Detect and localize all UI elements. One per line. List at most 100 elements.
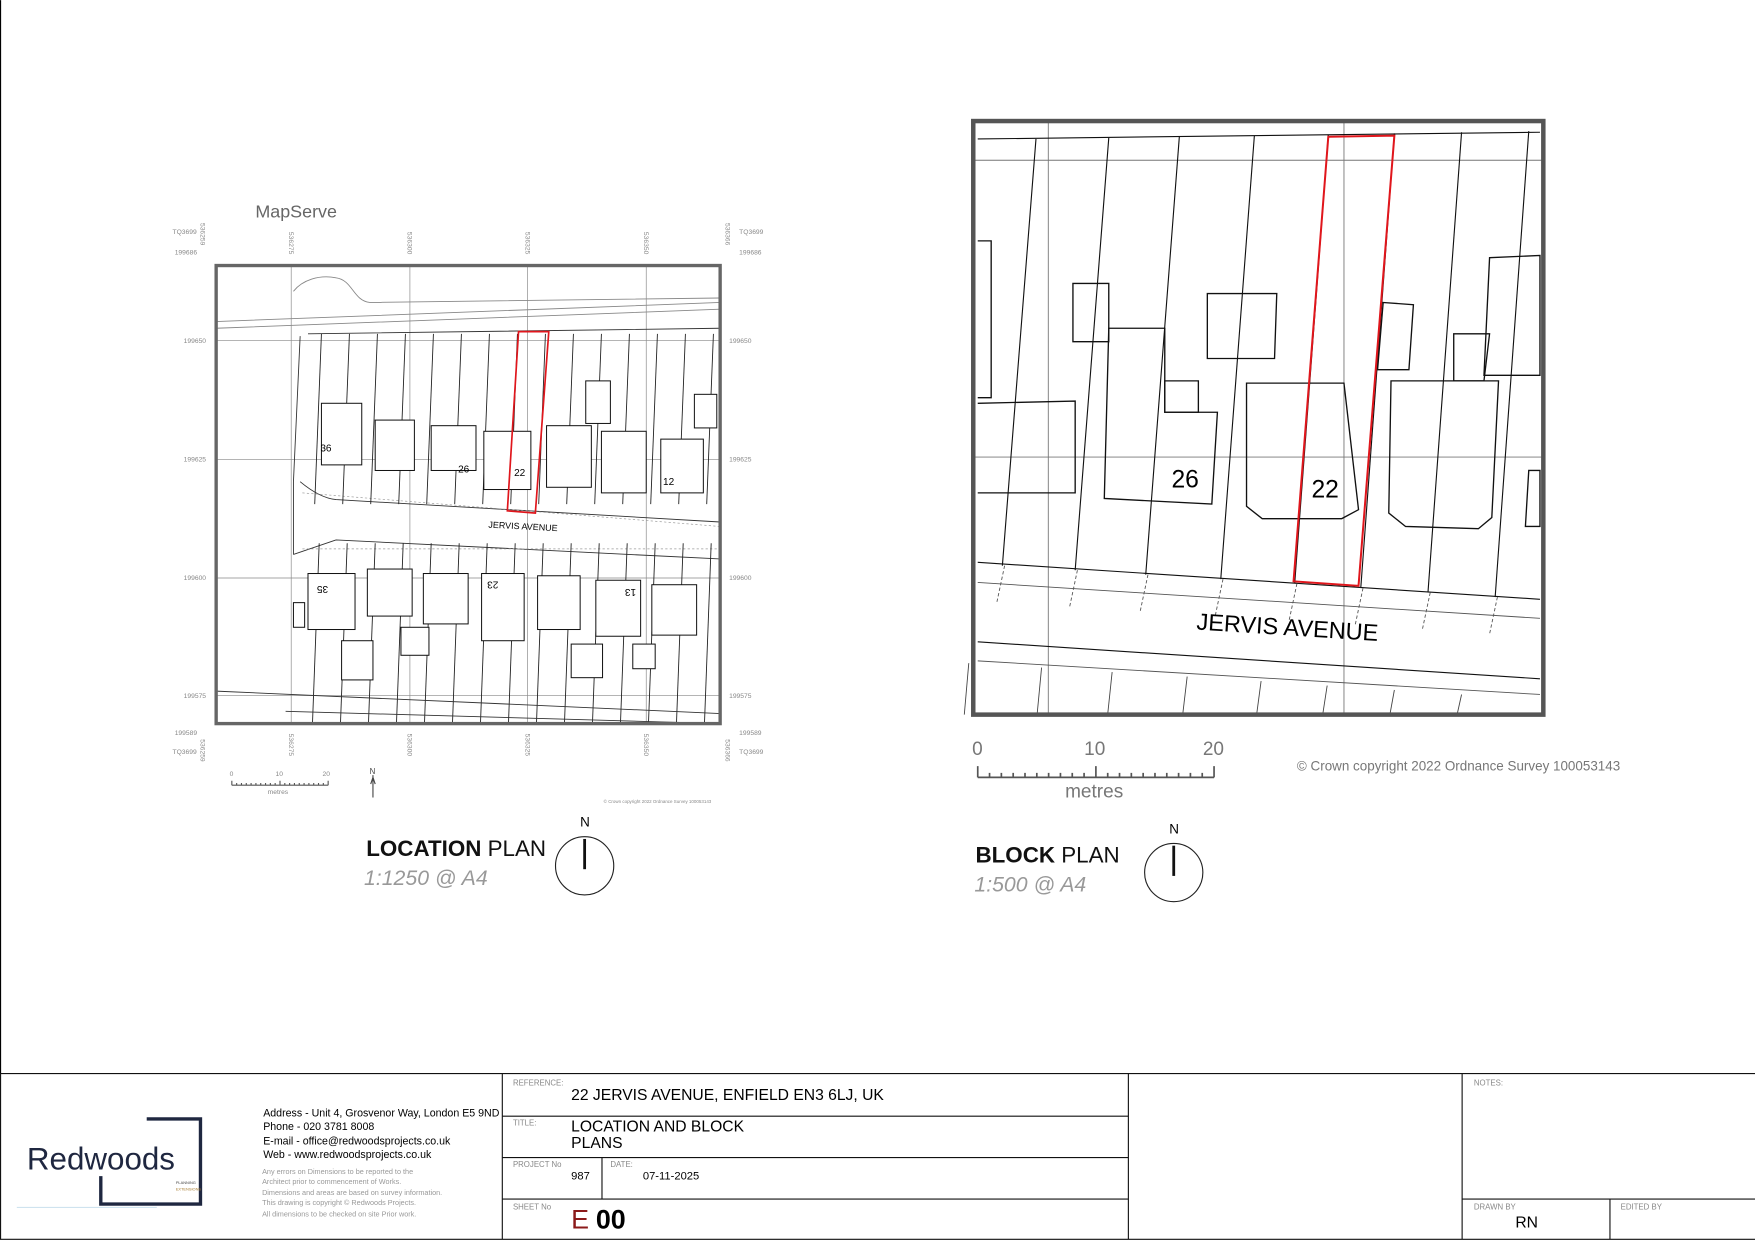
plot-boundary [536, 543, 544, 724]
north-arrow: N [370, 767, 376, 798]
title-block: Redwoods PLANNING EXTENSIONS Address - U… [0, 1073, 1755, 1240]
scale-tick-label: 10 [276, 771, 284, 778]
plot-boundary [1456, 694, 1463, 715]
plot-boundary [398, 333, 406, 505]
company-web[interactable]: Web - www.redwoodsprojects.co.uk [263, 1149, 432, 1161]
building [977, 400, 1076, 494]
easting-label: 536300 [406, 734, 413, 757]
notes-label: NOTES: [1474, 1078, 1503, 1087]
plot-boundary [1107, 672, 1113, 715]
tile-label: TQ3699 [172, 229, 196, 236]
title-rest: PLAN [1055, 842, 1120, 867]
scale-tick-label: 0 [230, 771, 234, 778]
compass-icon [554, 836, 615, 896]
scale-tick-label: 20 [1203, 739, 1224, 760]
company-email[interactable]: E-mail - office@redwoodsprojects.co.uk [263, 1136, 451, 1148]
plot-boundary [1145, 136, 1180, 575]
house-number: 36 [320, 443, 332, 454]
building [483, 430, 532, 491]
building [1072, 282, 1110, 343]
sheet-number: 00 [596, 1205, 626, 1235]
kerb-line [292, 327, 721, 560]
company-phone: Phone - 020 3781 8008 [263, 1121, 374, 1133]
block-plan-title: BLOCK PLAN [975, 842, 1119, 867]
plot-boundary [1036, 667, 1043, 715]
project-no-value: 987 [571, 1170, 590, 1182]
easting-label: 536325 [523, 734, 530, 757]
northing-label: 199589 [175, 730, 198, 737]
house-number: 13 [625, 586, 637, 597]
plot-boundary [1256, 680, 1262, 715]
plot-boundary [1427, 132, 1463, 593]
road-edge [216, 276, 721, 329]
house-number: 35 [317, 583, 329, 594]
plot-boundary-front [1069, 570, 1078, 608]
easting-label: 536350 [642, 734, 649, 757]
building [537, 575, 581, 631]
logo-sub: PLANNING [176, 1180, 196, 1185]
building [570, 643, 604, 679]
street-label: JERVIS AVENUE [1196, 609, 1379, 646]
building [546, 425, 592, 488]
northing-label: 199686 [175, 249, 198, 256]
plot-boundary [963, 663, 970, 715]
plot-boundary [454, 333, 462, 505]
scale-tick-label: 10 [1084, 739, 1105, 760]
logo-sub: EXTENSIONS [176, 1187, 202, 1192]
disclaimer-line: Architect prior to commencement of Works… [262, 1177, 401, 1186]
plot-boundary [1182, 676, 1188, 715]
easting-label: 536366 [724, 739, 731, 762]
building [585, 380, 611, 424]
disclaimer-line: All dimensions to be checked on site Pri… [262, 1209, 416, 1218]
easting-label: 536259 [198, 223, 205, 246]
northing-label: 199600 [184, 575, 207, 582]
plot-boundary-front [1489, 596, 1498, 635]
building [1524, 469, 1541, 528]
plot-boundary [1220, 135, 1255, 580]
scale-bar: 0 10 20 metres [230, 771, 331, 796]
block-map [963, 121, 1544, 715]
title-bold: LOCATION [366, 836, 481, 861]
reference-label: REFERENCE: [513, 1078, 563, 1087]
northing-label: 199625 [184, 457, 207, 464]
easting-label: 536350 [642, 232, 649, 255]
building [1206, 292, 1278, 360]
plot-boundary-front [996, 565, 1006, 603]
edited-by-label: EDITED BY [1621, 1203, 1663, 1212]
house-number: 23 [487, 578, 499, 589]
northing-label: 199575 [729, 693, 752, 700]
copyright: © Crown copyright 2022 Ordnance Survey 1… [604, 798, 712, 804]
plot-boundary [314, 333, 322, 505]
title-line-1: LOCATION AND BLOCK [571, 1118, 744, 1135]
northing-label: 199650 [729, 338, 752, 345]
plot-boundary-front [1139, 574, 1149, 612]
scale-unit: metres [268, 789, 289, 796]
plot-boundary [370, 333, 378, 505]
building [600, 430, 647, 494]
scale-bar: 0 10 20 metres [972, 739, 1224, 803]
road-edge [216, 690, 721, 725]
northing-label: 199625 [729, 457, 752, 464]
building [430, 425, 477, 471]
building [481, 573, 525, 642]
building [660, 438, 704, 494]
plot-boundary-front [1288, 583, 1298, 621]
house-number: 26 [1171, 466, 1198, 493]
reference-value: 22 JERVIS AVENUE, ENFIELD EN3 6LJ, UK [571, 1087, 884, 1104]
northing-label: 199575 [184, 693, 207, 700]
mapserve-label: MapServe [255, 201, 337, 221]
building [651, 584, 698, 636]
drawn-by-label: DRAWN BY [1474, 1203, 1517, 1212]
date-label: DATE: [610, 1160, 632, 1169]
company-logo: Redwoods PLANNING EXTENSIONS [16, 1117, 203, 1208]
title-line-2: PLANS [571, 1135, 622, 1152]
building [632, 643, 656, 670]
site-boundary [506, 330, 550, 514]
compass-icon [1144, 842, 1204, 903]
north-label: N [370, 767, 376, 776]
site-boundary [1292, 134, 1396, 587]
plot-rear-line [977, 131, 1540, 140]
block-plan-scale: 1:500 @ A4 [974, 873, 1086, 897]
